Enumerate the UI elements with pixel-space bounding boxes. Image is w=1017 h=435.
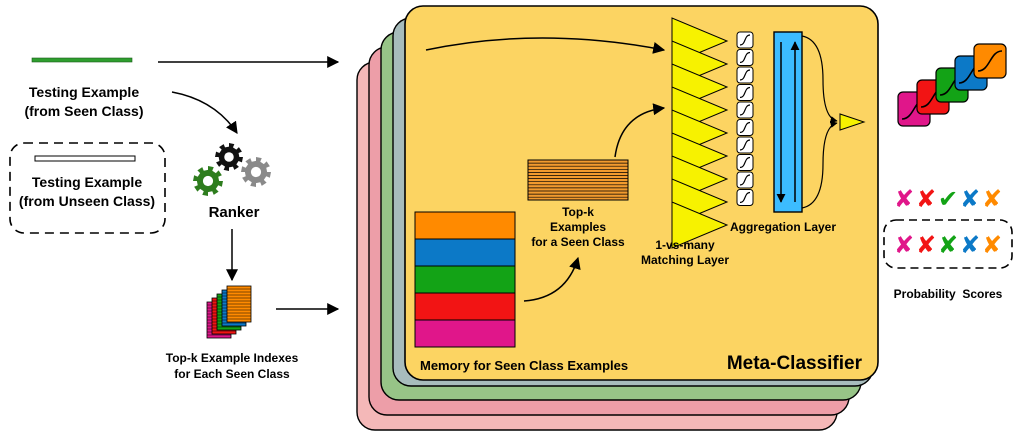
arrow-aggregation-top-to-output bbox=[801, 35, 838, 124]
cross-icon: ✘ bbox=[960, 185, 980, 213]
unseen-example-box bbox=[9, 142, 166, 234]
cross-icon: ✘ bbox=[894, 231, 914, 259]
gear-icon-black bbox=[215, 143, 243, 171]
probability-scores-label: Probability Scores bbox=[894, 287, 1003, 301]
matching-label-line1: 1-vs-many bbox=[655, 238, 715, 252]
cross-icon: ✘ bbox=[938, 231, 958, 259]
gear-icon-green bbox=[193, 166, 223, 196]
indexes-label-line1: Top-k Example Indexes bbox=[166, 351, 299, 365]
arrow-memory-to-topk bbox=[523, 256, 581, 302]
probability-stack-icon bbox=[897, 43, 1007, 127]
seen-example-label-line1: Testing Example bbox=[29, 84, 139, 100]
indexes-label-line2: for Each Seen Class bbox=[174, 367, 290, 381]
meta-classifier-title: Meta-Classifier bbox=[727, 353, 863, 374]
cross-icon: ✘ bbox=[982, 185, 1002, 213]
arrow-topk-to-matching bbox=[614, 103, 666, 158]
gear-icon-gray bbox=[241, 157, 271, 187]
unseen-example-bar bbox=[34, 155, 136, 162]
aggregation-layer-bar bbox=[773, 31, 803, 213]
unseen-scores-box bbox=[883, 219, 1013, 269]
arrow-aggregation-bottom-to-output bbox=[801, 120, 838, 209]
arrow-seen-to-ranker bbox=[171, 91, 238, 134]
ranker-label: Ranker bbox=[209, 204, 260, 221]
activation-column bbox=[736, 31, 754, 206]
cross-icon: ✘ bbox=[894, 185, 914, 213]
memory-label: Memory for Seen Class Examples bbox=[420, 358, 628, 373]
output-node bbox=[839, 113, 866, 131]
cross-icon: ✘ bbox=[960, 231, 980, 259]
cross-icon: ✘ bbox=[982, 231, 1002, 259]
arrow-input-to-matching bbox=[425, 37, 666, 54]
matching-layer bbox=[671, 17, 729, 249]
memory-block bbox=[414, 211, 516, 348]
cross-icon: ✘ bbox=[916, 185, 936, 213]
meta-classifier-panel bbox=[404, 5, 879, 381]
topk-label-line2: Examples bbox=[550, 220, 606, 234]
unseen-example-label-line1: Testing Example bbox=[32, 174, 142, 190]
seen-example-label-line2: (from Seen Class) bbox=[24, 103, 143, 119]
seen-example-bar bbox=[31, 57, 133, 63]
unseen-class-marks: ✘✘✘✘✘ bbox=[894, 231, 1002, 259]
unseen-example-label-line2: (from Unseen Class) bbox=[19, 193, 155, 209]
aggregation-label: Aggregation Layer bbox=[730, 220, 836, 234]
topk-label-line3: for a Seen Class bbox=[531, 235, 625, 249]
matching-label-line2: Matching Layer bbox=[641, 253, 729, 267]
cross-icon: ✘ bbox=[916, 231, 936, 259]
topk-examples-block bbox=[527, 159, 629, 201]
check-icon: ✔ bbox=[938, 185, 958, 213]
seen-class-marks: ✘✘✔✘✘ bbox=[894, 185, 1002, 213]
gears-icon bbox=[193, 143, 271, 196]
topk-label-line1: Top-k bbox=[562, 205, 594, 219]
example-index-stack-icon bbox=[206, 285, 252, 339]
